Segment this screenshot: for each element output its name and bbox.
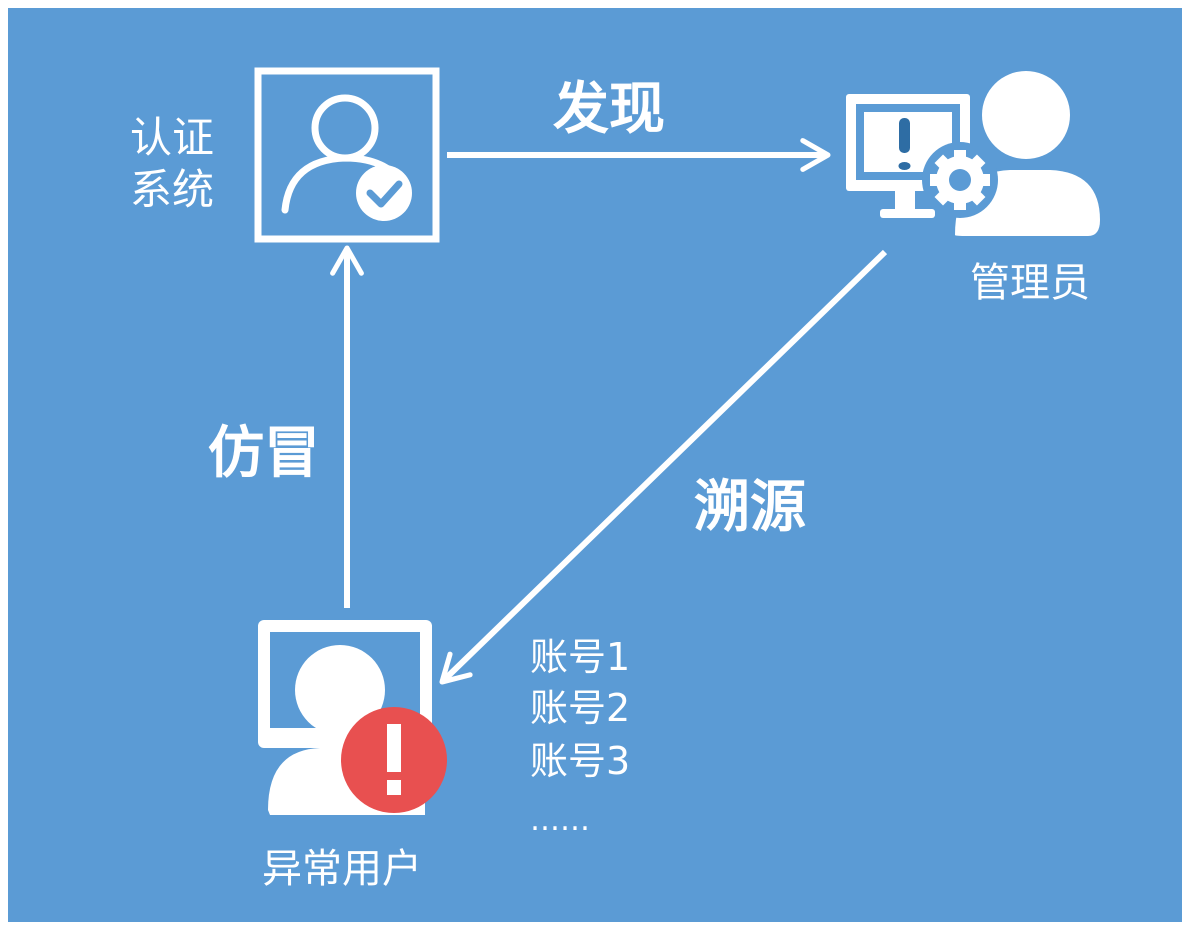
arrow-trace (439, 249, 888, 685)
trace-label: 溯源 (694, 475, 806, 540)
abnormal-user-label: 异常用户 (262, 846, 422, 892)
impersonate-label: 仿冒 (208, 421, 320, 486)
account-item: 账号2 (530, 686, 630, 730)
user-alert-icon (258, 620, 447, 815)
auth-system-label-1: 认证 (130, 113, 214, 162)
auth-system-label-2: 系统 (130, 165, 214, 214)
user-check-icon (254, 67, 440, 243)
admin-label: 管理员 (970, 260, 1090, 306)
account-item: 账号3 (530, 739, 630, 783)
monitor-admin-gear-icon (846, 71, 1100, 236)
account-item: 账号1 (530, 635, 630, 679)
discover-label: 发现 (553, 77, 665, 142)
account-ellipsis: …… (530, 803, 590, 838)
